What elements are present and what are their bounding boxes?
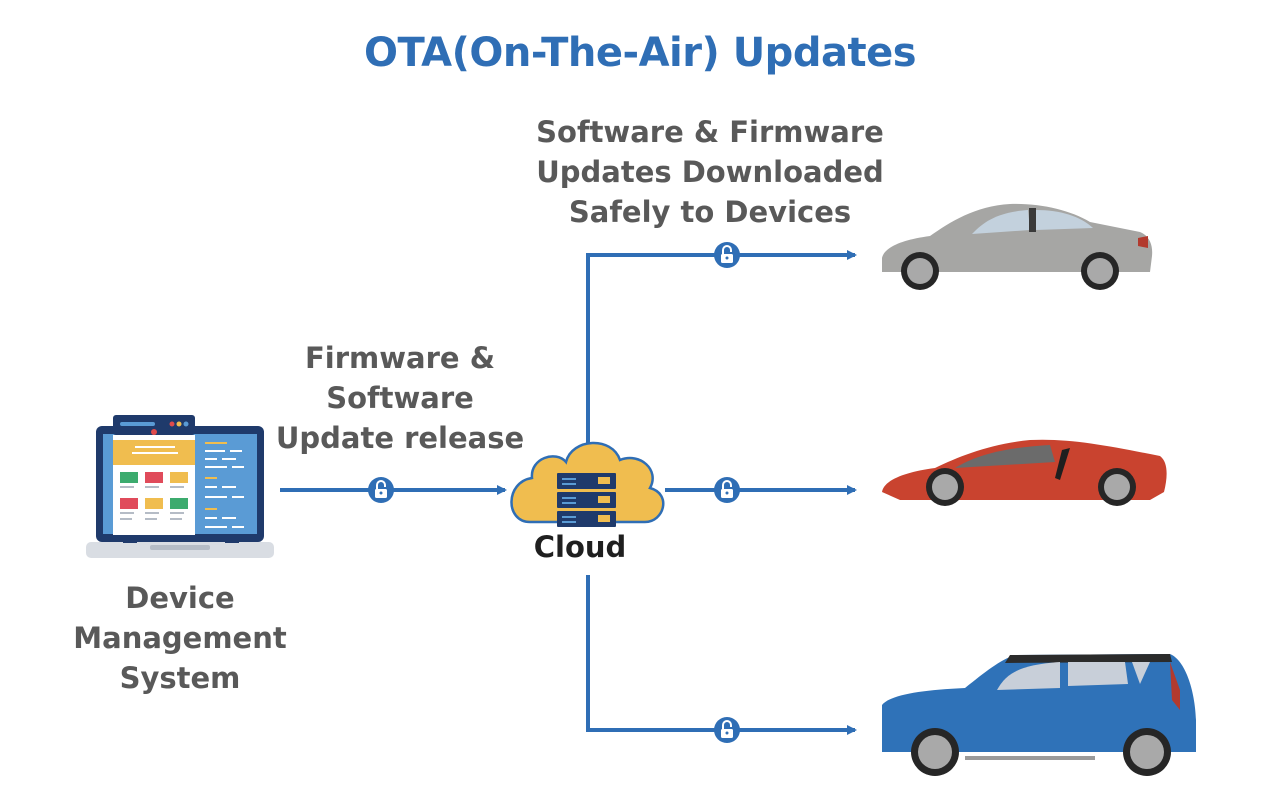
source-label-line: Management (73, 621, 287, 655)
release-label-line: Software (326, 381, 474, 415)
lock-icon (713, 476, 741, 504)
download-label-line: Safely to Devices (568, 195, 852, 229)
release-label-line: Firmware & (305, 341, 495, 375)
lock-icon (713, 716, 741, 744)
diagram-title: OTA(On-The-Air) Updates (363, 30, 917, 76)
source-label-line: System (119, 661, 241, 695)
lock-icon (367, 476, 395, 504)
source-label-line: Device (125, 581, 235, 615)
release-label: Firmware & Software Update release (250, 338, 550, 458)
laptop-dashboard-icon (86, 415, 274, 558)
red-sports-car-icon (882, 439, 1167, 506)
blue-hatchback-icon (882, 654, 1196, 776)
download-label-line: Software & Firmware (536, 115, 884, 149)
source-label: Device Management System (40, 578, 320, 698)
download-arrow-bottom (586, 575, 857, 735)
lock-icon (713, 241, 741, 269)
download-label-line: Updates Downloaded (536, 155, 884, 189)
download-label: Software & Firmware Updates Downloaded S… (470, 112, 950, 232)
download-arrow-top (586, 250, 857, 445)
release-label-line: Update release (275, 421, 525, 455)
cloud-server-icon (510, 441, 665, 527)
cloud-label: Cloud (533, 530, 627, 564)
gray-sedan-icon (882, 203, 1153, 290)
